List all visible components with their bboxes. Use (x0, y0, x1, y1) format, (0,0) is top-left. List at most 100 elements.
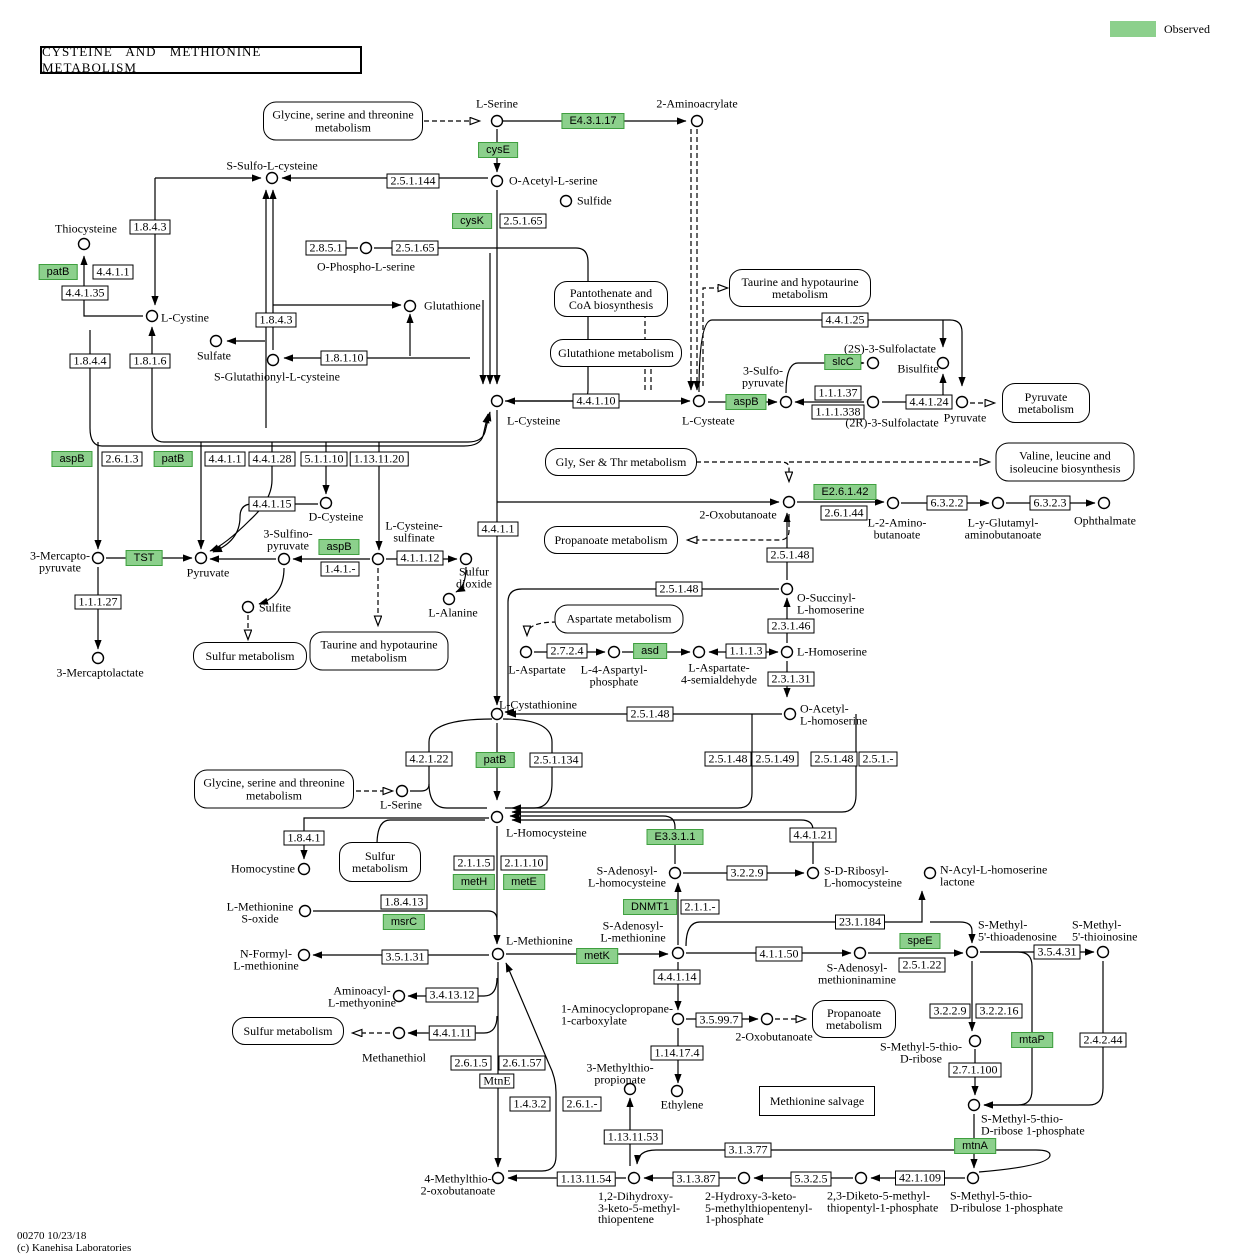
enzyme-box[interactable]: 2.5.1.22 (898, 957, 946, 973)
enzyme-box[interactable]: 4.4.1.1 (204, 451, 246, 467)
enzyme-box[interactable]: 2.5.1.- (858, 751, 898, 767)
enzyme-box[interactable]: 2.5.1.65 (499, 213, 547, 229)
compound-node[interactable] (490, 174, 504, 188)
compound-node[interactable] (491, 947, 505, 961)
compound-node[interactable] (403, 299, 417, 313)
compound-node[interactable] (519, 645, 533, 659)
enzyme-box[interactable]: 4.4.1.10 (572, 393, 620, 409)
compound-node[interactable] (854, 1171, 868, 1185)
compound-node[interactable] (967, 1098, 981, 1112)
enzyme-box[interactable]: 2.8.5.1 (305, 240, 347, 256)
enzyme-box[interactable]: 2.1.1.5 (453, 855, 495, 871)
enzyme-box[interactable]: 4.4.1.15 (248, 496, 296, 512)
gene-box[interactable]: metE (503, 874, 545, 890)
enzyme-box[interactable]: 4.4.1.28 (248, 451, 296, 467)
enzyme-box[interactable]: 2.5.1.48 (655, 581, 703, 597)
enzyme-box[interactable]: 5.3.2.5 (790, 1171, 832, 1187)
compound-node[interactable] (490, 707, 504, 721)
enzyme-box[interactable]: 1.8.4.4 (69, 353, 111, 369)
enzyme-box[interactable]: 4.1.1.12 (396, 550, 444, 566)
compound-node[interactable] (966, 1171, 980, 1185)
enzyme-box[interactable]: 3.2.2.9 (929, 1003, 971, 1019)
gene-box[interactable]: aspB (725, 394, 767, 410)
compound-node[interactable] (737, 1171, 751, 1185)
compound-node[interactable] (866, 356, 880, 370)
enzyme-box[interactable]: 3.5.1.31 (381, 949, 429, 965)
enzyme-box[interactable]: 2.5.1.134 (529, 752, 583, 768)
pathway-link-box[interactable]: Gly, Ser & Thr metabolism (545, 448, 697, 476)
enzyme-box[interactable]: 2.1.1.10 (500, 855, 548, 871)
enzyme-box[interactable]: 2.7.1.100 (948, 1062, 1002, 1078)
compound-node[interactable] (623, 1082, 637, 1096)
enzyme-box[interactable]: 2.5.1.65 (391, 240, 439, 256)
compound-node[interactable] (806, 866, 820, 880)
compound-node[interactable] (298, 904, 312, 918)
compound-node[interactable] (395, 784, 409, 798)
compound-node[interactable] (607, 645, 621, 659)
gene-box[interactable]: E2.6.1.42 (813, 484, 877, 500)
gene-box[interactable]: slcC (824, 354, 862, 370)
compound-node[interactable] (671, 1012, 685, 1026)
enzyme-box[interactable]: 1.13.11.53 (603, 1129, 663, 1145)
compound-node[interactable] (968, 1034, 982, 1048)
compound-node[interactable] (559, 194, 573, 208)
enzyme-box[interactable]: 3.1.3.77 (724, 1142, 772, 1158)
gene-box[interactable]: cysE (478, 142, 518, 158)
enzyme-box[interactable]: 4.4.1.35 (61, 285, 109, 301)
compound-node[interactable] (780, 582, 794, 596)
gene-box[interactable]: aspB (318, 539, 360, 555)
enzyme-box[interactable]: 4.4.1.1 (92, 264, 134, 280)
compound-node[interactable] (297, 948, 311, 962)
enzyme-box[interactable]: 4.4.1.1 (477, 521, 519, 537)
pathway-link-box[interactable]: Glutathione metabolism (550, 339, 682, 367)
compound-node[interactable] (91, 551, 105, 565)
enzyme-box[interactable]: 3.2.2.16 (975, 1003, 1023, 1019)
gene-box[interactable]: TST (125, 550, 163, 566)
enzyme-box[interactable]: 2.5.1.49 (751, 751, 799, 767)
pathway-link-box[interactable]: Aspartate metabolism (554, 604, 684, 634)
enzyme-box[interactable]: 1.8.4.3 (129, 219, 171, 235)
enzyme-box[interactable]: 1.8.4.3 (255, 312, 297, 328)
enzyme-box[interactable]: 4.4.1.21 (789, 827, 837, 843)
gene-box[interactable]: aspB (51, 451, 93, 467)
compound-node[interactable] (209, 334, 223, 348)
enzyme-box[interactable]: 1.1.1.338 (811, 404, 865, 420)
compound-node[interactable] (145, 309, 159, 323)
gene-box[interactable]: E3.3.1.1 (646, 829, 704, 845)
enzyme-box[interactable]: 6.3.2.3 (1029, 495, 1071, 511)
pathway-link-box[interactable]: Propanoate metabolism (544, 526, 678, 554)
compound-node[interactable] (265, 171, 279, 185)
compound-node[interactable] (690, 114, 704, 128)
enzyme-box[interactable]: 4.4.1.14 (653, 969, 701, 985)
enzyme-box[interactable]: 2.6.1.44 (820, 505, 868, 521)
compound-node[interactable] (194, 551, 208, 565)
enzyme-box[interactable]: 2.5.1.48 (626, 706, 674, 722)
enzyme-box[interactable]: 2.1.1.- (680, 899, 720, 915)
enzyme-box[interactable]: 1.1.1.3 (725, 643, 767, 659)
enzyme-box[interactable]: 2.7.2.4 (546, 643, 588, 659)
compound-node[interactable] (442, 592, 456, 606)
enzyme-box[interactable]: 3.2.2.9 (726, 865, 768, 881)
enzyme-box[interactable]: 2.6.1.57 (498, 1055, 546, 1071)
gene-box[interactable]: msrC (382, 914, 426, 930)
enzyme-box[interactable]: 4.4.1.24 (905, 394, 953, 410)
enzyme-box[interactable]: 1.4.3.2 (509, 1096, 551, 1112)
compound-node[interactable] (760, 1012, 774, 1026)
gene-box[interactable]: patB (38, 264, 78, 280)
compound-node[interactable] (670, 1084, 684, 1098)
enzyme-box[interactable]: 2.5.1.48 (766, 547, 814, 563)
compound-node[interactable] (392, 989, 406, 1003)
gene-box[interactable]: E4.3.1.17 (561, 113, 625, 129)
pathway-link-box[interactable]: Sulfur metabolism (232, 1017, 344, 1045)
compound-node[interactable] (668, 866, 682, 880)
compound-node[interactable] (782, 495, 796, 509)
enzyme-box[interactable]: 1.1.1.27 (74, 594, 122, 610)
compound-node[interactable] (853, 946, 867, 960)
compound-node[interactable] (923, 866, 937, 880)
